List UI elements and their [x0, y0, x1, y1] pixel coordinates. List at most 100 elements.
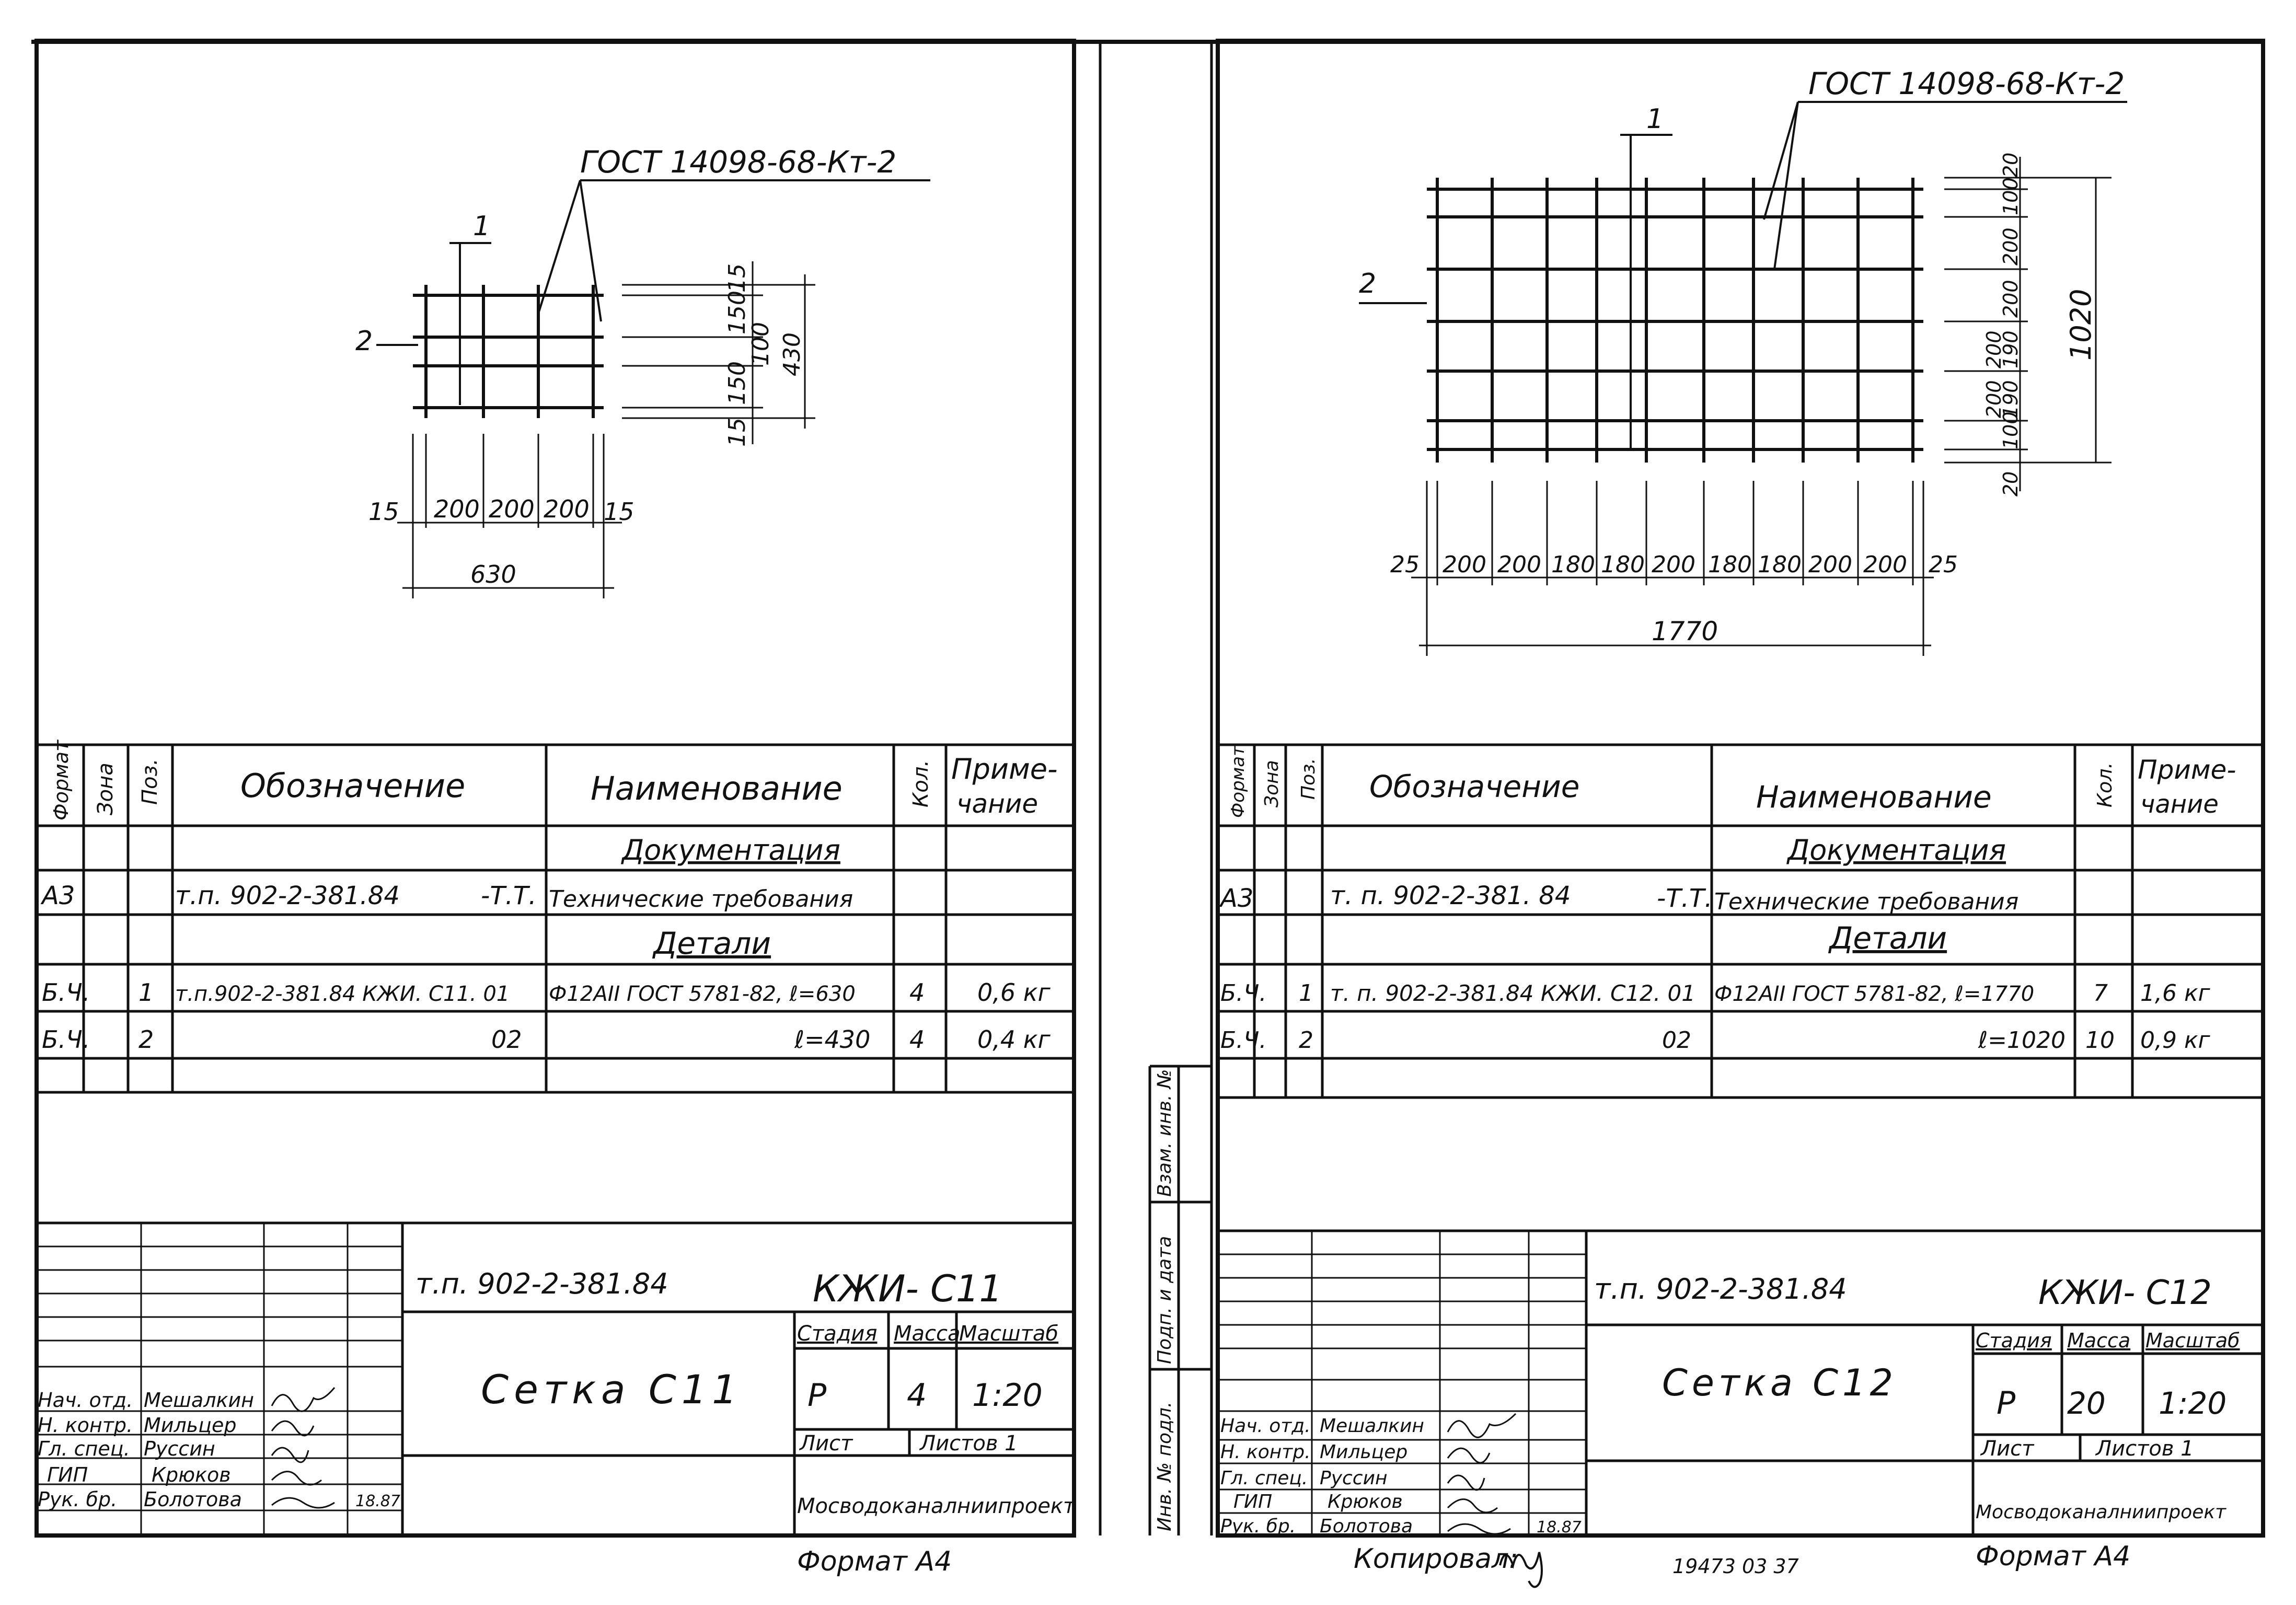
dim-label: 200	[1999, 227, 2022, 265]
role-label: Рук. бр.	[1220, 1516, 1296, 1537]
right-spec-headers: Формат Зона Поз. Обозначение Наименовани…	[1228, 745, 2236, 819]
copied-label: Копировал:	[1354, 1543, 1518, 1575]
section-documentation: Документация	[621, 834, 840, 867]
right-mesh-drawing: ГОСТ 14098-68-Кт-2 1 2 25 200 200 180 18…	[1359, 66, 2127, 656]
header-designation: Обозначение	[1369, 769, 1579, 804]
dim-total-label: 630	[470, 560, 516, 588]
role-label: Гл. спец.	[1220, 1468, 1308, 1489]
sheet-frames	[31, 39, 2265, 1538]
left-spec-row-2: Б.Ч. 1 т.п.902-2-381.84 КЖИ. С11. 01 Ф12…	[42, 978, 1051, 1007]
left-spec-row-3: Б.Ч. 2 02 ℓ=430 4 0,4 кг	[42, 1025, 1051, 1054]
dim-label: 100	[1999, 177, 2022, 215]
header-name: Наименование	[591, 769, 843, 807]
person-name: Мильцер	[1320, 1441, 1407, 1463]
dim-label: 180	[1551, 551, 1595, 578]
row-note: 0,6 кг	[977, 978, 1051, 1007]
person-name: Мешалкин	[1320, 1415, 1424, 1437]
scale-value: 1:20	[972, 1377, 1043, 1414]
row-designation: т. п. 902-2-381.84 КЖИ. С12. 01	[1330, 980, 1695, 1006]
dim-label: 180	[1758, 551, 1802, 578]
header-qty: Кол.	[2093, 762, 2116, 807]
dim-label: 25	[1929, 551, 1958, 578]
row-format: Б.Ч.	[42, 1025, 90, 1054]
sheets-label: Листов 1	[919, 1431, 1018, 1456]
sheet-label: Лист	[1980, 1437, 2035, 1461]
dim-label: 200	[434, 495, 480, 523]
row-note: 0,4 кг	[977, 1025, 1051, 1054]
row-format: Б.Ч.	[1220, 1027, 1266, 1054]
dim-label: 200	[1443, 551, 1486, 578]
row-format: Б.Ч.	[42, 978, 90, 1007]
row-name: Ф12АII ГОСТ 5781-82, ℓ=1770	[1714, 982, 2034, 1006]
right-spec-row-3: Б.Ч. 2 02 ℓ=1020 10 0,9 кг	[1220, 1027, 2211, 1054]
stamp-sign-date: Подп. и дата	[1154, 1236, 1175, 1364]
dim-label: 190	[1999, 330, 2022, 368]
dim-total-label: 1020	[2064, 289, 2097, 361]
sheet-title: Сетка С11	[481, 1366, 743, 1413]
row-note: 1,6 кг	[2140, 980, 2211, 1007]
dim-label: 15	[368, 498, 399, 526]
row-qty: 7	[2093, 980, 2108, 1007]
sheet-code: КЖИ- С12	[2038, 1274, 2212, 1312]
role-label: ГИП	[47, 1463, 88, 1486]
dim-label: 150	[724, 291, 751, 334]
left-signatures: Нач. отд. Н. контр. Гл. спец. ГИП Рук. б…	[38, 1389, 400, 1511]
sheet-code: КЖИ- С11	[813, 1267, 1002, 1310]
stage-label: Стадия	[797, 1322, 877, 1346]
dim-label: 190	[1999, 380, 2022, 418]
header-name: Наименование	[1756, 779, 1992, 815]
dim-label: 25	[1390, 551, 1420, 578]
left-spec-table: Формат Зона Поз. Обозначение Наименовани…	[37, 739, 1074, 1094]
footer: Копировал: 19473 03 37	[1354, 1543, 1799, 1588]
dim-label: 200	[544, 495, 590, 523]
section-parts: Детали	[1828, 920, 1947, 956]
row-pos: 1	[139, 978, 154, 1007]
section-documentation: Документация	[1786, 834, 2006, 867]
role-label: Нач. отд.	[1220, 1415, 1311, 1437]
left-pos1-label: 1	[473, 211, 490, 242]
header-note-1: Приме-	[2138, 755, 2236, 785]
scale-label: Масштаб	[959, 1322, 1058, 1346]
doc-code: т.п. 902-2-381.84	[416, 1267, 668, 1300]
copier-signature	[1499, 1552, 1543, 1588]
dim-label: 100	[747, 322, 774, 366]
doc-code: т.п. 902-2-381.84	[1594, 1273, 1847, 1306]
sheet-title: Сетка С12	[1662, 1361, 1897, 1404]
role-label: Гл. спец.	[38, 1437, 130, 1460]
date-note: 18.87	[355, 1492, 400, 1510]
row-pos: 1	[1299, 980, 1313, 1007]
left-spec-row-1: А3 т.п. 902-2-381.84 -Т.Т. Технические т…	[40, 881, 853, 913]
stamp-inv-original: Инв. № подл.	[1154, 1402, 1175, 1531]
left-mesh-vertical-bars	[424, 285, 595, 418]
right-dims-horizontal: 25 200 200 180 180 200 180 180 200 200 2…	[1390, 551, 1958, 646]
dim-label: 200	[1999, 280, 2022, 318]
row-suffix: -Т.Т.	[481, 881, 536, 910]
dim-label: 180	[1601, 551, 1645, 578]
dim-label: 200	[1982, 380, 2005, 418]
row-name: Технические требования	[549, 886, 853, 913]
right-spec-row-2: Б.Ч. 1 т. п. 902-2-381.84 КЖИ. С12. 01 Ф…	[1220, 980, 2211, 1007]
format-label: Формат А4	[797, 1546, 952, 1577]
dim-label: 20	[1999, 153, 2022, 178]
stage-value: Р	[1997, 1385, 2016, 1422]
dim-total-label: 430	[779, 332, 805, 376]
row-name: Технические требования	[1714, 888, 2018, 915]
right-pos1-label: 1	[1646, 103, 1664, 135]
row-pos: 2	[1299, 1027, 1313, 1054]
row-pos: 2	[139, 1025, 154, 1054]
row-designation: т.п.902-2-381.84 КЖИ. С11. 01	[175, 982, 510, 1006]
right-signatures: Нач. отд. Н. контр. Гл. спец. ГИП Рук. б…	[1220, 1415, 1582, 1537]
dim-label: 200	[1652, 551, 1695, 578]
row-designation: 02	[1662, 1027, 1691, 1054]
mass-label: Масса	[894, 1322, 961, 1346]
person-name: Мильцер	[144, 1414, 237, 1437]
dim-label: 200	[1808, 551, 1852, 578]
header-pos: Поз.	[1298, 758, 1319, 800]
right-spec-table: Формат Зона Поз. Обозначение Наименовани…	[1218, 743, 2263, 1099]
row-designation: т.п. 902-2-381.84	[175, 881, 400, 910]
header-designation: Обозначение	[240, 767, 465, 805]
role-label: Рук. бр.	[38, 1488, 117, 1511]
header-zone: Зона	[1261, 760, 1283, 807]
stage-label: Стадия	[1976, 1329, 2052, 1352]
